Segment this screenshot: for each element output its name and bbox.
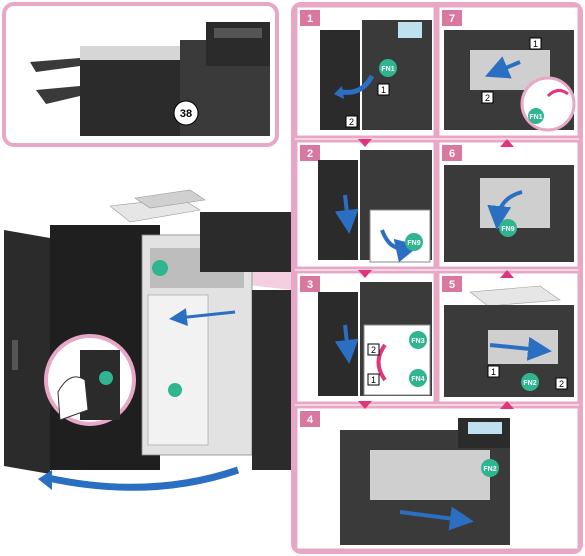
step-box: 2	[485, 93, 490, 103]
main-illustration	[4, 189, 297, 491]
step-number: 2	[307, 148, 313, 160]
step-tag: FN2	[523, 380, 536, 387]
machine-number-label: 38	[180, 108, 192, 120]
step-number: 1	[307, 13, 313, 25]
machine-number-callout: 38	[173, 100, 199, 126]
step-box: 1	[371, 375, 376, 385]
step-tag: FN1	[381, 66, 394, 73]
steps-grid: 1 FN1 1 2 7 1 2 FN1	[291, 2, 583, 554]
step-4: 4 FN2	[294, 405, 581, 552]
flow-arrows	[358, 139, 514, 409]
overview-panel: 38	[2, 2, 279, 147]
step-tag: FN2	[483, 466, 496, 473]
step-box: 1	[533, 39, 538, 49]
front-door	[4, 230, 50, 474]
step-box: 2	[559, 379, 564, 389]
green-knob	[168, 383, 182, 397]
step-number: 4	[307, 414, 314, 426]
step-2: 2 FN9	[294, 139, 437, 270]
step-box: 2	[371, 345, 376, 355]
step-5: 5 1 2 FN2	[436, 270, 581, 405]
step-tag: FN4	[411, 376, 424, 383]
step-box: 1	[491, 367, 496, 377]
step-6: 6 FN9	[436, 139, 581, 270]
step-box: 2	[349, 117, 354, 127]
step-number: 7	[449, 13, 455, 25]
step-3: 3 FN3 FN4 2 1	[294, 270, 437, 405]
zoom-detail	[44, 334, 136, 426]
step-number: 3	[307, 279, 313, 291]
pull-out-arrow	[169, 308, 236, 327]
step-number: 6	[449, 148, 455, 160]
step-tag: FN3	[411, 338, 424, 345]
step-7: 7 1 2 FN1	[436, 4, 581, 139]
step-box: 1	[381, 85, 386, 95]
step-number: 5	[449, 279, 455, 291]
step-tag: FN1	[529, 114, 542, 121]
step-tag: FN9	[407, 240, 420, 247]
step-1: 1 FN1 1 2	[294, 4, 437, 139]
step-tag: FN9	[501, 226, 514, 233]
door-open-arrow	[47, 466, 240, 491]
